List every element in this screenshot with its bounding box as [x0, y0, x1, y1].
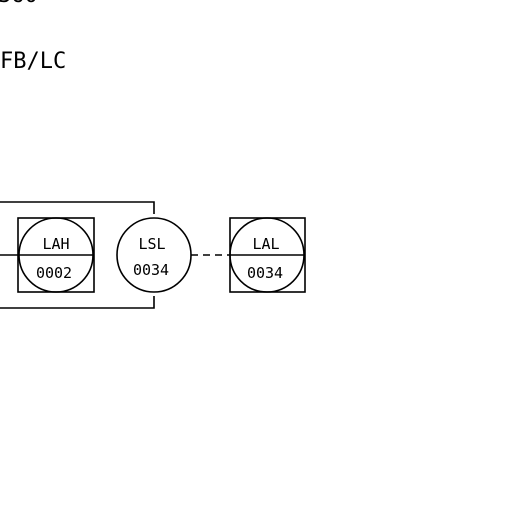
instrument-lsl-bubble: [116, 217, 192, 293]
instrument-lsl: LSL 0034: [116, 217, 192, 293]
instrument-lah-number: 0002: [36, 264, 72, 282]
instrument-lah-tag: LAH: [42, 235, 69, 253]
instrument-lah: LAH 0002: [17, 217, 95, 293]
instrument-lsl-tag: LSL: [138, 235, 165, 253]
instrument-lal: LAL 0034: [229, 217, 306, 293]
header-line-1: 360": [0, 0, 51, 8]
instrument-lsl-number: 0034: [133, 261, 169, 279]
header-line-2: FB/LC: [0, 49, 66, 74]
enclosure-bottom-line: [0, 296, 155, 309]
instrument-lal-number: 0034: [247, 264, 283, 282]
instrument-lal-tag: LAL: [252, 235, 279, 253]
enclosure-top-line: [0, 201, 155, 214]
